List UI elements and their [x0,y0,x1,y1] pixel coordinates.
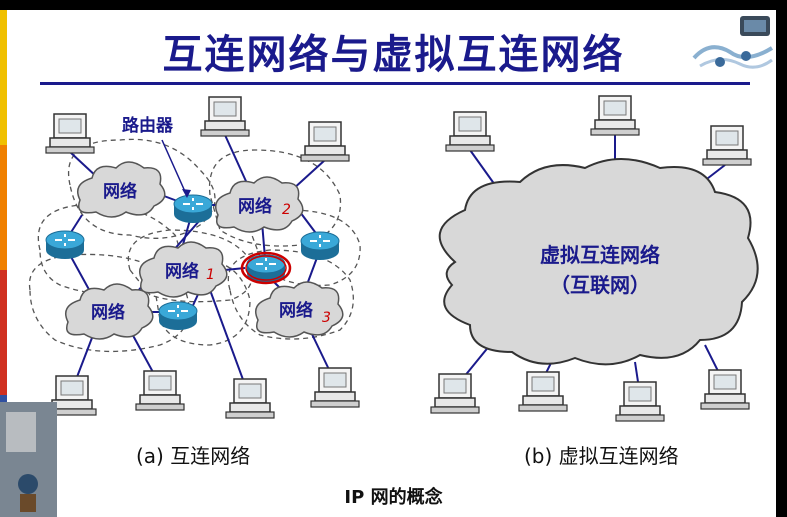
computer-icon [300,121,350,162]
webcam-overlay [0,402,57,517]
annotation-mark-1: 1 [206,267,215,283]
computer-icon [225,378,275,419]
computer-icon [430,373,480,414]
top-border [0,0,787,10]
network-label-3: 网络 [165,261,199,282]
router-label: 路由器 [122,115,174,136]
router-icon-highlighted [240,251,292,285]
router-icon [173,194,213,224]
caption-virtual-network: (b) 虚拟互连网络 [524,444,679,468]
caption-interconnected-network: (a) 互连网络 [136,444,251,468]
virtual-internet-cloud [438,158,759,366]
router-icon [158,301,198,331]
accent-yellow [0,10,7,145]
accent-red [0,270,7,395]
network-label-2: 网络 [238,196,272,217]
router-pointer-head [182,189,191,198]
computer-icon [590,95,640,136]
slide-footer: IP 网的概念 [344,487,443,508]
computer-icon [200,96,250,137]
annotation-mark-2: 2 [282,202,291,218]
computer-icon [702,125,752,166]
annotation-mark-3: 3 [322,310,331,326]
computer-icon [45,113,95,154]
router-icon [300,231,340,261]
router-icon [45,230,85,260]
corner-logo-graphic [692,16,774,69]
network-label-5: 网络 [279,300,313,321]
right-border [776,0,787,517]
virtual-cloud-subtitle: （互联网） [550,273,650,297]
title-underline [40,82,750,85]
computer-icon [135,370,185,411]
computer-icon [615,381,665,422]
computer-icon [518,371,568,412]
computer-icon [310,367,360,408]
virtual-cloud-title: 虚拟互连网络 [540,243,660,267]
network-label-4: 网络 [91,302,125,323]
network-label-1: 网络 [103,181,137,202]
accent-orange [0,145,7,270]
computer-icon [700,369,750,410]
router-pointer [161,139,188,197]
presenter-video-thumbnail [0,402,57,517]
computer-icon [445,111,495,152]
slide-title: 互连网络与虚拟互连网络 [162,32,625,78]
